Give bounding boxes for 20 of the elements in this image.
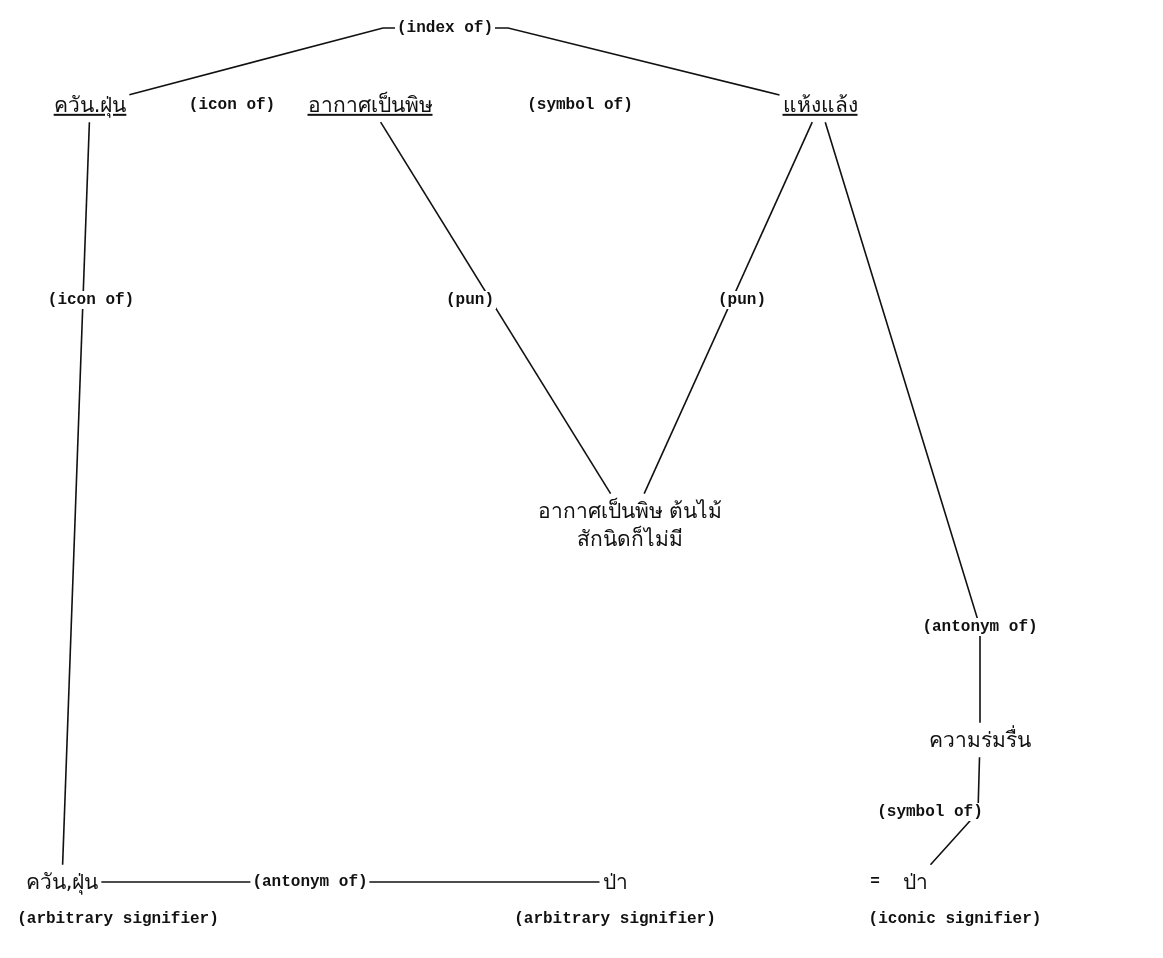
signifier-caption: (iconic signifier) <box>868 910 1042 929</box>
relation-label: (icon of) <box>188 96 276 114</box>
node-text: อากาศเป็นพิษ <box>307 90 433 119</box>
node-text: ควัน,ฝุ่น <box>25 868 99 897</box>
signifier-caption: (arbitrary signifier) <box>17 910 219 929</box>
connector-line <box>643 121 814 495</box>
edge-label: (antonym of) <box>250 873 370 891</box>
edge-label: (index of) <box>395 19 495 37</box>
connector-line <box>379 121 612 495</box>
node-text: ควัน.ฝุ่น <box>53 91 127 120</box>
relation-label: (symbol of) <box>527 96 633 114</box>
node-text: ป่า <box>602 868 628 896</box>
node-text: ความร่มรื่น <box>929 725 1031 754</box>
node-text: อากาศเป็นพิษ ต้นไม้สักนิดก็ไม่มี <box>536 496 724 553</box>
equals-sign: = <box>870 873 880 891</box>
node-text: แห้งแล้ง <box>782 91 858 119</box>
connector-line <box>824 121 981 724</box>
connector-line <box>61 121 91 866</box>
node-text: ป่า <box>902 868 928 896</box>
signifier-caption: (arbitrary signifier) <box>514 910 716 929</box>
